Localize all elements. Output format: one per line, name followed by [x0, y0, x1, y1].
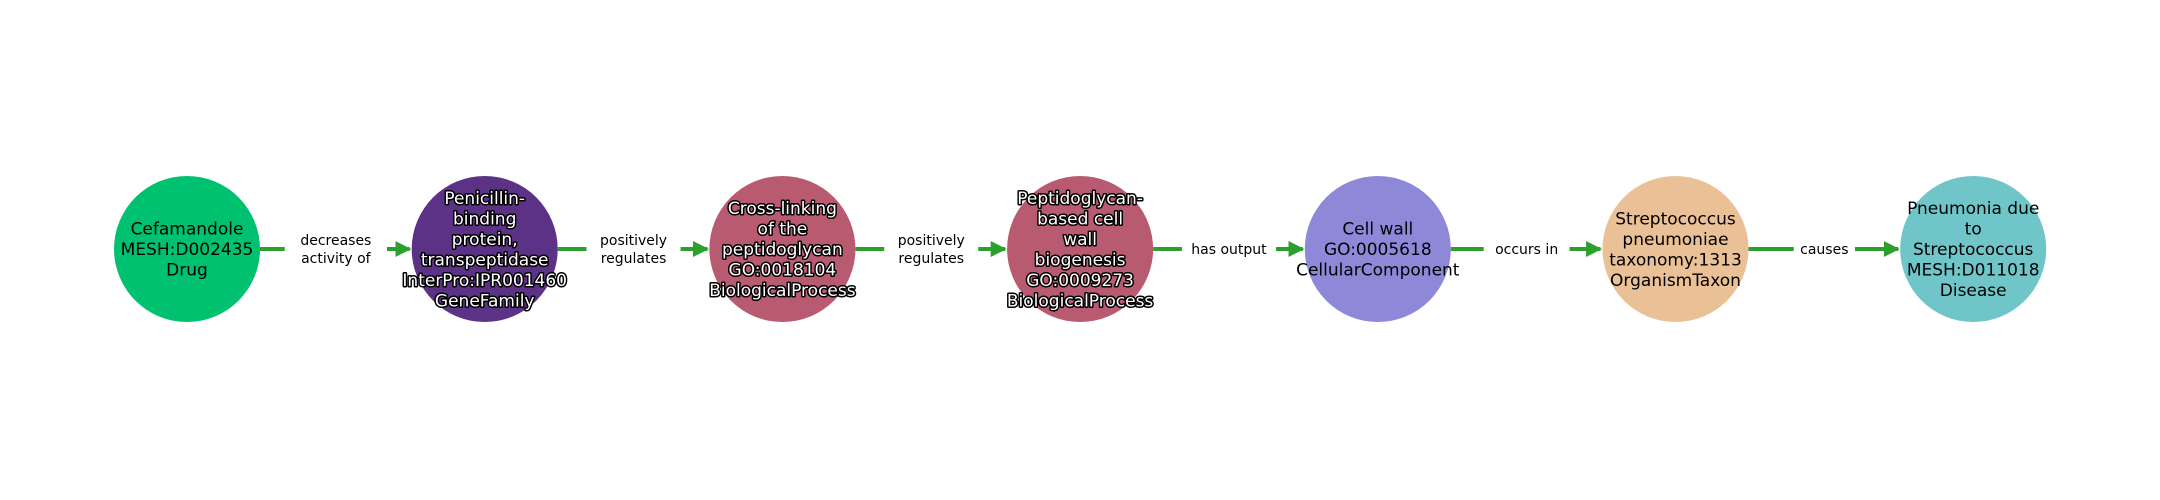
- node-label: binding: [453, 209, 516, 229]
- node-label: InterPro:IPR001460: [402, 271, 567, 291]
- node-circle[interactable]: [114, 176, 260, 322]
- node-label: based cell: [1037, 209, 1123, 229]
- edge-label: activity of: [301, 251, 372, 267]
- edge-label: positively: [600, 233, 667, 249]
- node-label: GeneFamily: [435, 291, 535, 311]
- node-label: Disease: [1940, 281, 2007, 301]
- node-label: GO:0005618: [1324, 240, 1432, 260]
- node-label: Penicillin-: [444, 189, 525, 209]
- edge: positively regulates: [557, 229, 710, 269]
- node-circle[interactable]: [1304, 176, 1451, 322]
- node-label: to: [1965, 220, 1982, 240]
- edge-label: occurs in: [1495, 242, 1558, 258]
- edge-label: regulates: [898, 251, 964, 267]
- graph-node[interactable]: Penicillin-bindingprotein,transpeptidase…: [401, 176, 568, 322]
- node-label: peptidoglycan: [722, 240, 843, 260]
- node-label: Streptococcus: [1615, 209, 1736, 229]
- node-circle[interactable]: [411, 176, 558, 322]
- edge-label-background: [1793, 238, 1855, 260]
- edge: causes: [1748, 238, 1900, 260]
- node-label: Streptococcus: [1913, 240, 2034, 260]
- node-label: BiologicalProcess: [1007, 291, 1154, 311]
- node-label: Drug: [166, 261, 208, 281]
- graph-node[interactable]: Pneumonia duetoStreptococcusMESH:D011018…: [1900, 176, 2047, 322]
- edge-label-background: [884, 229, 979, 269]
- node-label: pneumoniae: [1622, 230, 1728, 250]
- node-label: Cross-linking: [728, 199, 837, 219]
- node-circle[interactable]: [709, 176, 856, 322]
- node-label: Peptidoglycan-: [1017, 189, 1143, 209]
- edge: positively regulates: [855, 229, 1007, 269]
- node-label: of the: [758, 220, 808, 240]
- node-circle[interactable]: [1007, 176, 1154, 322]
- node-label: CellularComponent: [1296, 261, 1460, 281]
- node-label: BiologicalProcess: [709, 281, 856, 301]
- edge: occurs in: [1450, 238, 1603, 260]
- edge-label: positively: [898, 233, 965, 249]
- edge-label-background: [1181, 238, 1276, 260]
- edge-label-background: [284, 229, 387, 269]
- node-label: Pneumonia due: [1907, 199, 2039, 219]
- graph-node[interactable]: Streptococcuspneumoniaetaxonomy:1313Orga…: [1602, 176, 1749, 322]
- node-circle[interactable]: [1900, 176, 2047, 322]
- node-circle[interactable]: [1602, 176, 1749, 322]
- node-label: Cefamandole: [131, 220, 244, 240]
- node-label: taxonomy:1313: [1609, 250, 1742, 270]
- node-label: protein,: [452, 230, 518, 250]
- node-label: MESH:D002435: [121, 240, 254, 260]
- edge-label-background: [1483, 238, 1570, 260]
- edge-label: has output: [1191, 242, 1267, 258]
- node-label: OrganismTaxon: [1610, 271, 1741, 291]
- edge-label-background: [586, 229, 681, 269]
- node-label: MESH:D011018: [1907, 261, 2040, 281]
- edge: has output: [1153, 238, 1305, 260]
- node-label: GO:0018104: [729, 261, 837, 281]
- node-label: transpeptidase: [421, 250, 549, 270]
- edge-label: causes: [1800, 242, 1848, 258]
- edge-label: decreases: [300, 233, 371, 249]
- node-label: Cell wall: [1342, 220, 1413, 240]
- node-label: biogenesis: [1035, 250, 1126, 270]
- edge: decreases activity of: [260, 229, 412, 269]
- graph-node[interactable]: Peptidoglycan-based cellwallbiogenesisGO…: [1005, 176, 1155, 322]
- node-label: GO:0009273: [1026, 271, 1134, 291]
- edge-label: regulates: [601, 251, 667, 267]
- node-label: wall: [1063, 230, 1097, 250]
